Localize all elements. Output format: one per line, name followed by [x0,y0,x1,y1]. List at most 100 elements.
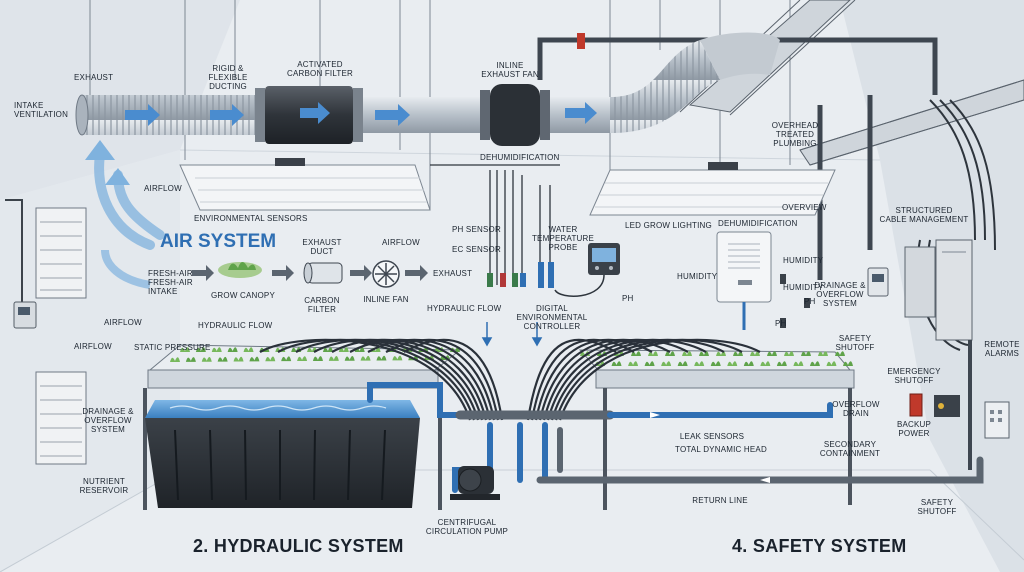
label-carbon-filter: ACTIVATED CARBON FILTER [286,60,354,78]
sensor-probes [487,262,554,288]
plant [793,361,804,366]
label-carbon-filter-2: CARBON FILTER [304,296,340,314]
label-drainage-overflow-right: DRAINAGE & OVERFLOW SYSTEM [814,281,866,308]
label-overhead-plumbing: OVERHEAD TREATED PLUMBING [771,121,819,148]
plant [727,361,738,366]
label-emergency-shutoff: EMERGENCY SHUTOFF [887,367,941,385]
label-hydraulic-flow-left: HYDRAULIC FLOW [198,321,273,330]
airflow-arrowhead [105,168,130,185]
label-leak-sensors: LEAK SENSORS [679,432,745,441]
label-airflow-left: AIRFLOW [104,318,142,327]
label-ph: pH [622,294,634,303]
label-airflow-top: AIRFLOW [144,184,182,193]
plant [710,361,721,366]
label-dehumidification-right: DEHUMIDIFICATION [718,219,798,228]
plant [682,351,692,356]
label-safety-shutoff-2: SAFETY SHUTOFF [917,498,957,516]
air-system-title: AIR SYSTEM [160,231,277,252]
label-led-grow-lighting: LED GROW LIGHTING [625,221,712,230]
nutrient-tube [554,338,743,421]
plant [322,347,333,352]
label-digital-controller: DIGITAL ENVIRONMENTAL CONTROLLER [516,304,588,331]
airflow-arrowhead [85,140,115,160]
plant [185,357,196,362]
nutrient-tube [295,338,480,421]
label-ph-right-1: pH [804,297,816,306]
plant [611,361,622,366]
plant [694,361,705,366]
plant [784,351,794,356]
label-cable-management: STRUCTURED CABLE MANAGEMENT [879,206,969,224]
plant [360,355,371,361]
electrical-panels [867,239,973,470]
plant [826,361,837,366]
nutrient-tube [403,338,504,421]
nutrient-tube [385,338,500,421]
plant [211,347,222,352]
nutrient-tube [558,338,761,421]
flow-arrows [481,322,543,347]
label-drainage-overflow-left: DRAINAGE & OVERFLOW SYSTEM [82,407,134,434]
label-ducting: RIGID & FLEXIBLE DUCTING [208,64,248,91]
plant [699,351,709,356]
leaf-icon [218,262,262,278]
label-inline-fan-2: INLINE FAN [363,295,409,304]
plant [344,355,355,361]
water-pipes [367,382,984,493]
exhaust-vent [35,371,87,465]
controller-icon [554,243,620,297]
plant [835,351,845,356]
plant [312,356,323,361]
plant [180,347,190,352]
plant [249,356,260,362]
duct-icon [303,262,343,284]
label-grow-canopy: GROW CANOPY [211,291,275,300]
label-humidity-1: HUMIDITY [677,272,718,281]
label-airflow-left2: AIRFLOW [74,342,112,351]
label-intake-ventilation: INTAKE VENTILATION [14,101,69,119]
plant [628,361,639,366]
label-exhaust-duct: EXHAUST DUCT [302,238,342,256]
plant [376,355,387,361]
plant [843,361,853,366]
dehumidifier [716,231,772,330]
nutrient-tube [542,338,689,421]
label-airflow-mid: AIRFLOW [382,238,420,247]
label-nutrient-reservoir: NUTRIENT RESERVOIR [79,477,129,495]
nutrient-tube [546,338,707,421]
sensor-wires [430,164,560,285]
plant [227,347,238,352]
plant [767,351,777,356]
label-safety-shutoff: SAFETY SHUTOFF [835,334,875,352]
nutrient-tube [534,338,653,421]
label-water-temperature-probe: WATER TEMPERATURE PROBE [531,225,595,252]
plant [243,347,254,352]
fan-icon [372,260,400,288]
plant [328,356,339,361]
humidity-sensors [780,274,810,328]
plant [750,351,760,356]
label-total-dynamic-head: TOTAL DYNAMIC HEAD [675,445,767,454]
label-overflow-drain: OVERFLOW DRAIN [832,400,880,418]
plant [195,347,206,352]
nutrient-tube [530,338,635,421]
section-title-hydraulic: 2. HYDRAULIC SYSTEM [193,536,404,556]
plant [801,351,811,356]
section-title-safety: 4. SAFETY SYSTEM [732,536,907,556]
plant [743,361,754,366]
plant [677,361,688,366]
grow-light-left [179,158,431,211]
label-static-pressure: STATIC PRESSURE [134,343,211,352]
plant [644,361,655,366]
label-overview: OVERVIEW [782,203,827,212]
plant [809,361,820,366]
label-backup-power: BACKUP POWER [896,420,932,438]
airflow-swoosh [101,249,151,289]
label-ph-right-2: pH [775,319,787,328]
grow-bed-right [578,349,855,510]
plant [760,361,771,366]
plant [281,356,292,362]
label-return-line: RETURN LINE [692,496,748,505]
